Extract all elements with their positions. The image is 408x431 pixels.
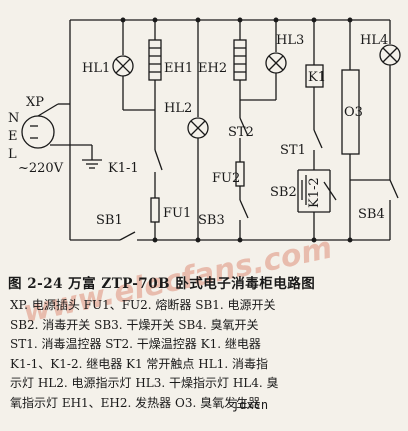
label-xp: XP <box>26 95 44 110</box>
label-hl4: HL4 <box>360 33 388 48</box>
label-eh1: EH1 <box>164 61 193 76</box>
component-legend: XP. 电源插头 FU1、FU2. 熔断器 SB1. 电源开关 SB2. 消毒开… <box>10 296 404 413</box>
legend-line: XP. 电源插头 FU1、FU2. 熔断器 SB1. 电源开关 <box>10 298 276 312</box>
label-l: L <box>8 147 17 162</box>
label-e: E <box>8 129 18 144</box>
label-fu1: FU1 <box>163 206 191 221</box>
label-fu2: FU2 <box>212 171 240 186</box>
footer-mark: jdxcn <box>232 398 269 412</box>
circuit-diagram: XP N E L ~220V K1-1 SB1 HL1 EH1 EH2 HL2 … <box>8 17 401 243</box>
legend-line: K1-1、K1-2. 继电器 K1 常开触点 HL1. 消毒指 <box>10 356 268 371</box>
legend-line: SB2. 消毒开关 SB3. 干燥开关 SB4. 臭氧开关 <box>10 317 259 332</box>
label-sb3: SB3 <box>198 213 225 228</box>
label-k1-1: K1-1 <box>108 161 139 176</box>
label-k1-2: K1-2 <box>307 177 322 208</box>
label-hl1: HL1 <box>82 61 110 76</box>
label-hl3: HL3 <box>276 33 304 48</box>
label-hl2: HL2 <box>164 101 192 116</box>
legend-line: 氧指示灯 EH1、EH2. 发热器 O3. 臭氧发生器 <box>10 395 261 410</box>
label-eh2: EH2 <box>198 61 227 76</box>
label-voltage: ~220V <box>18 161 64 176</box>
label-o3: O3 <box>344 105 363 120</box>
label-n: N <box>8 111 19 126</box>
legend-line: 示灯 HL2. 电源指示灯 HL3. 干燥指示灯 HL4. 臭 <box>10 376 279 390</box>
figure-caption: 图 2-24 万富 ZTP-70B 卧式电子消毒柜电路图 <box>8 276 316 292</box>
label-st1: ST1 <box>280 143 306 158</box>
legend-line: ST1. 消毒温控器 ST2. 干燥温控器 K1. 继电器 <box>10 337 261 351</box>
label-sb4: SB4 <box>358 207 385 222</box>
label-k1: K1 <box>308 70 326 85</box>
plug-xp-circle <box>21 115 55 149</box>
label-sb1: SB1 <box>96 213 123 228</box>
label-sb2: SB2 <box>270 185 297 200</box>
label-st2: ST2 <box>228 125 254 140</box>
